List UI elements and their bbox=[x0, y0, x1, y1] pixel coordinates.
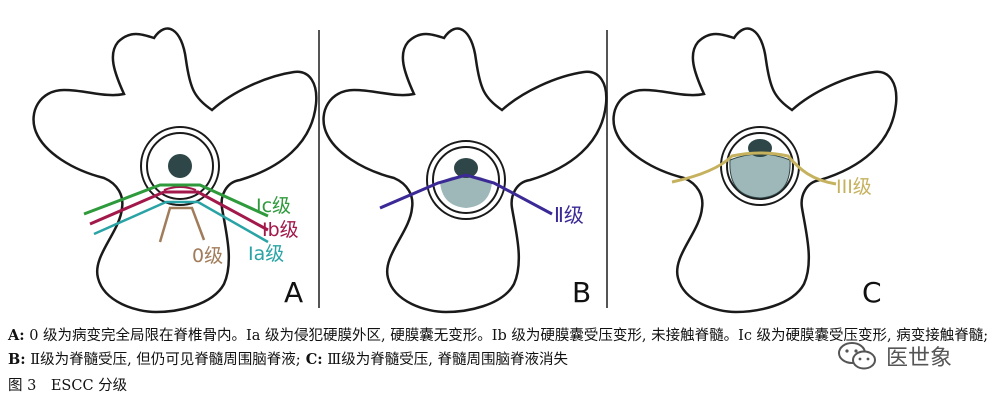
panel-c: III级 C bbox=[612, 27, 898, 314]
line-ib bbox=[89, 190, 269, 232]
caption-b-text: Ⅱ级为脊髓受压, 但仍可见脊髓周围脑脊液; bbox=[25, 352, 301, 368]
watermark: 医世象 bbox=[836, 340, 952, 372]
compressed-sac-b bbox=[440, 175, 492, 208]
panel-letter-c: C bbox=[862, 276, 882, 309]
watermark-text: 医世象 bbox=[886, 346, 953, 371]
line-ic bbox=[83, 183, 269, 218]
caption-c-key: C: bbox=[300, 351, 323, 368]
panel-letter-a: A bbox=[284, 276, 303, 309]
figure-caption: A: 0 级为病变完全局限在脊椎骨内。Ⅰa 级为侵犯硬膜外区, 硬膜囊无变形。Ⅰ… bbox=[8, 324, 1000, 372]
line-zero bbox=[158, 206, 206, 243]
label-ib: Ⅰb级 bbox=[262, 219, 299, 241]
panel-letter-b: B bbox=[572, 276, 591, 309]
panel-b: Ⅱ级 B bbox=[322, 27, 608, 314]
panel-a: Ⅰc级 Ⅰb级 Ⅰa级 0级 A bbox=[32, 27, 318, 314]
label-iii: III级 bbox=[836, 176, 872, 198]
label-ii: Ⅱ级 bbox=[554, 203, 584, 227]
caption-a-text: 0 级为病变完全局限在脊椎骨内。Ⅰa 级为侵犯硬膜外区, 硬膜囊无变形。Ⅰb 级… bbox=[24, 328, 989, 344]
label-ic: Ⅰc级 bbox=[256, 195, 291, 217]
caption-c-text: Ⅲ级为脊髓受压, 脊髓周围脑脊液消失 bbox=[322, 352, 568, 368]
caption-a-key: A: bbox=[8, 327, 25, 344]
line-ia bbox=[93, 200, 269, 244]
line-iii bbox=[671, 151, 837, 186]
figure-label: 图 3 ESCC 分级 bbox=[8, 378, 128, 394]
caption-b-key: B: bbox=[8, 351, 26, 368]
dura-inner-a bbox=[146, 132, 214, 200]
label-zero: 0级 bbox=[192, 245, 223, 267]
spinal-cord-b bbox=[454, 158, 478, 178]
wechat-icon bbox=[838, 342, 876, 370]
line-ii bbox=[379, 173, 553, 216]
spinal-cord-a bbox=[168, 154, 192, 178]
dura-outer-b bbox=[426, 140, 506, 220]
dural-indent-a bbox=[163, 186, 197, 191]
label-ia: Ⅰa级 bbox=[248, 243, 284, 265]
dura-outer-a bbox=[140, 126, 220, 206]
